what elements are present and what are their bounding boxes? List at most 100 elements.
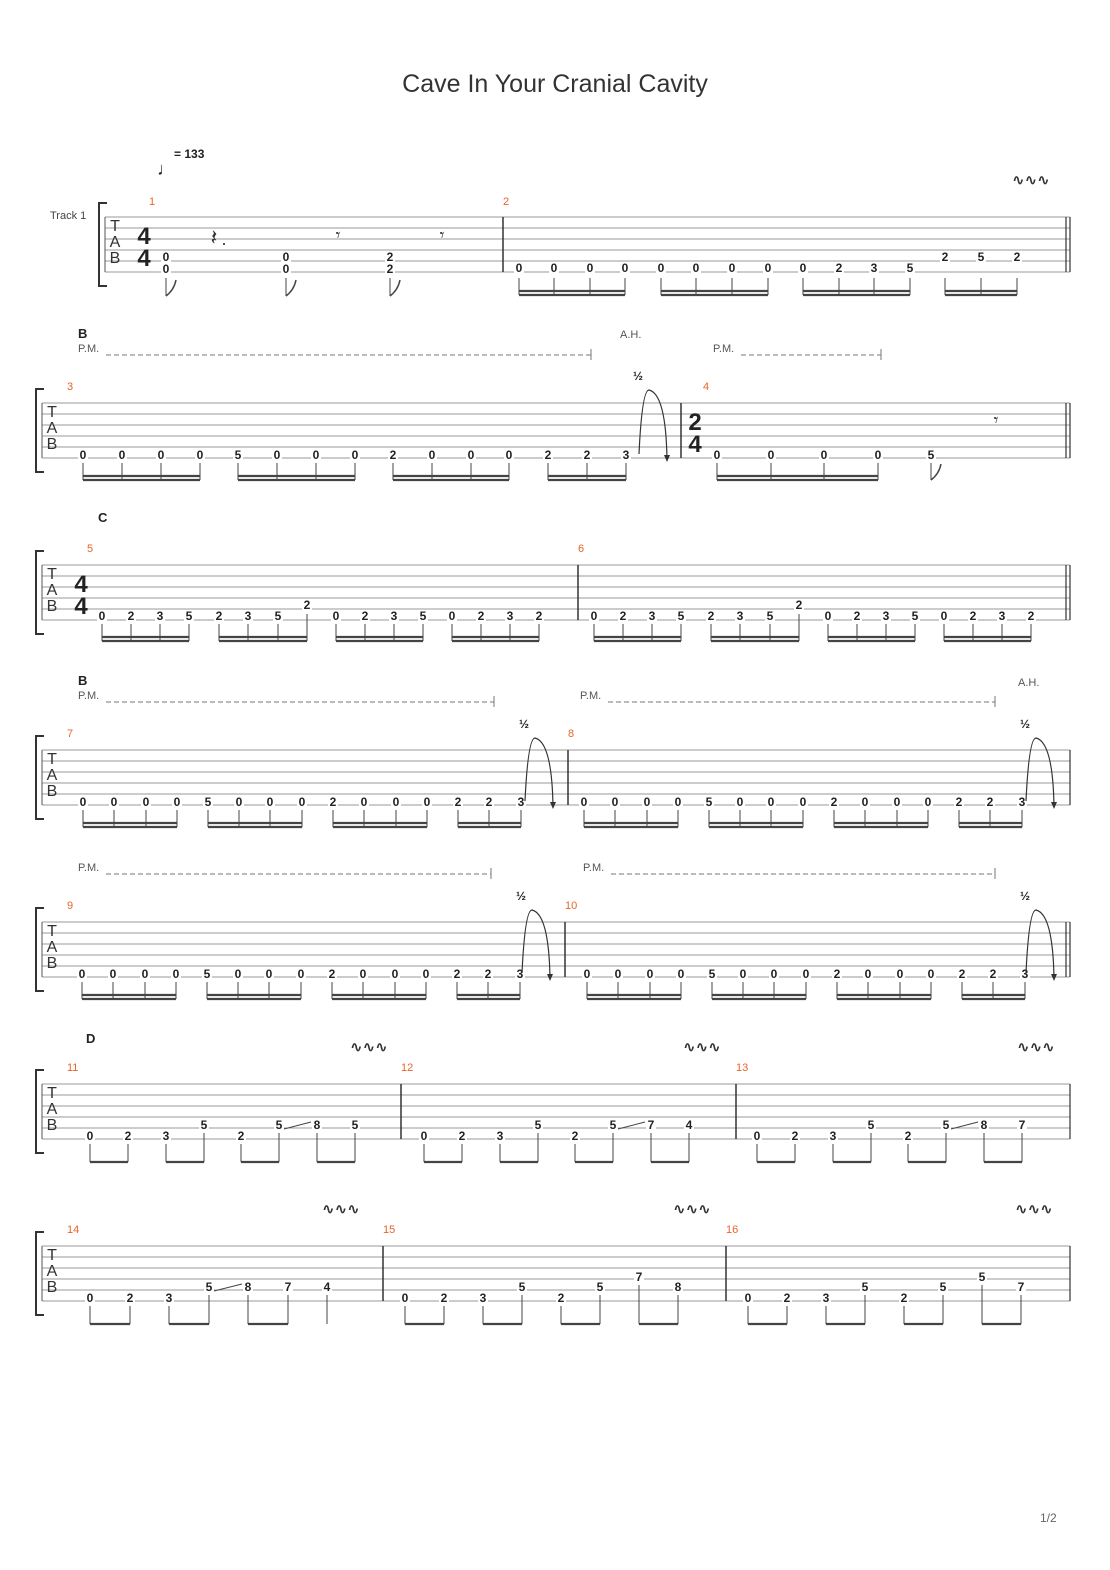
fret-background — [97, 610, 107, 622]
fret-background — [161, 251, 171, 263]
palm-mute-label: P.M. — [583, 862, 604, 874]
tempo-marking: = 133 — [174, 147, 205, 161]
measure-number: 13 — [736, 1062, 748, 1074]
fret-background — [905, 262, 915, 274]
fret-background — [834, 262, 844, 274]
bend-amount: ½ — [633, 369, 643, 383]
fret-background — [233, 968, 243, 980]
fret-number: 3 — [999, 609, 1006, 623]
fret-number: 0 — [99, 609, 106, 623]
eighth-rest: 𝄾 — [994, 410, 999, 430]
fret-number: 0 — [729, 261, 736, 275]
bend-arrow-curve — [638, 389, 668, 461]
fret-background — [273, 610, 283, 622]
fret-number: 5 — [767, 609, 774, 623]
fret-number: 0 — [941, 609, 948, 623]
fret-background — [821, 1292, 831, 1304]
fret-background — [766, 449, 776, 461]
fret-number: 0 — [197, 448, 204, 462]
fret-background — [172, 796, 182, 808]
fret-number: 5 — [978, 250, 985, 264]
fret-background — [427, 449, 437, 461]
fret-number: 0 — [647, 967, 654, 981]
fret-number: 2 — [1028, 609, 1035, 623]
fret-background — [156, 449, 166, 461]
measure-number: 5 — [87, 543, 93, 555]
note-flag — [389, 279, 401, 297]
fret-number: 0 — [768, 795, 775, 809]
fret-background — [517, 1281, 527, 1293]
fret-number: 0 — [745, 1291, 752, 1305]
fret-number: 2 — [956, 795, 963, 809]
fret-number: 0 — [352, 448, 359, 462]
fret-background — [752, 1130, 762, 1142]
fret-background — [1017, 796, 1027, 808]
fret-number: 0 — [925, 795, 932, 809]
fret-number: 0 — [803, 967, 810, 981]
measure-number: 2 — [503, 196, 509, 208]
fret-background — [439, 1292, 449, 1304]
fret-background — [595, 1281, 605, 1293]
fret-number: 0 — [236, 795, 243, 809]
measure-number: 6 — [578, 543, 584, 555]
fret-background — [126, 610, 136, 622]
system-bracket — [35, 388, 44, 473]
fret-number: 5 — [535, 1118, 542, 1132]
fret-number: 0 — [283, 250, 290, 264]
fret-number: 8 — [314, 1118, 321, 1132]
fret-background — [155, 610, 165, 622]
tab-clef-letter: T — [47, 404, 57, 421]
fret-background — [350, 1119, 360, 1131]
fret-number: 0 — [361, 795, 368, 809]
fret-background — [495, 1130, 505, 1142]
fret-number: 0 — [821, 448, 828, 462]
fret-number: 0 — [393, 795, 400, 809]
fret-background — [274, 1119, 284, 1131]
fret-background — [117, 449, 127, 461]
fret-background — [620, 262, 630, 274]
fret-background — [869, 262, 879, 274]
fret-background — [1016, 1281, 1026, 1293]
fret-number: 0 — [392, 967, 399, 981]
fret-number: 3 — [623, 448, 630, 462]
fret-background — [968, 610, 978, 622]
vibrato-marking: ∿∿∿ — [683, 1039, 721, 1056]
vibrato-marking: ∿∿∿ — [1012, 172, 1050, 189]
fret-number: 3 — [649, 609, 656, 623]
fret-background — [385, 263, 395, 275]
fret-number: 5 — [709, 967, 716, 981]
fret-background — [281, 251, 291, 263]
measure-number: 14 — [67, 1224, 79, 1236]
fret-background — [895, 968, 905, 980]
fret-number: 5 — [940, 1280, 947, 1294]
tab-clef-letter: A — [47, 767, 58, 784]
fret-number: 3 — [507, 609, 514, 623]
fret-number: 2 — [545, 448, 552, 462]
tab-clef-letter: B — [47, 436, 58, 453]
fret-number: 2 — [455, 795, 462, 809]
fret-number: 7 — [1018, 1280, 1025, 1294]
slide-line — [213, 1283, 243, 1292]
bend-arrowhead — [547, 974, 553, 981]
fret-background — [738, 968, 748, 980]
tab-clef-letter: B — [47, 783, 58, 800]
fret-background — [634, 1271, 644, 1283]
fret-number: 2 — [584, 448, 591, 462]
fret-background — [388, 449, 398, 461]
fret-number: 0 — [80, 795, 87, 809]
fret-number: 0 — [313, 448, 320, 462]
fret-background — [1026, 610, 1036, 622]
fret-background — [302, 599, 312, 611]
fret-background — [988, 968, 998, 980]
fret-background — [691, 262, 701, 274]
fret-number: 3 — [391, 609, 398, 623]
tab-clef-letter: A — [47, 582, 58, 599]
fret-background — [161, 1130, 171, 1142]
fret-number: 0 — [402, 1291, 409, 1305]
fret-background — [297, 796, 307, 808]
vibrato-marking: ∿∿∿ — [673, 1201, 711, 1218]
fret-number: 5 — [276, 1118, 283, 1132]
palm-mute-label: P.M. — [78, 343, 99, 355]
quarter-rest: 𝄽 — [211, 225, 218, 250]
